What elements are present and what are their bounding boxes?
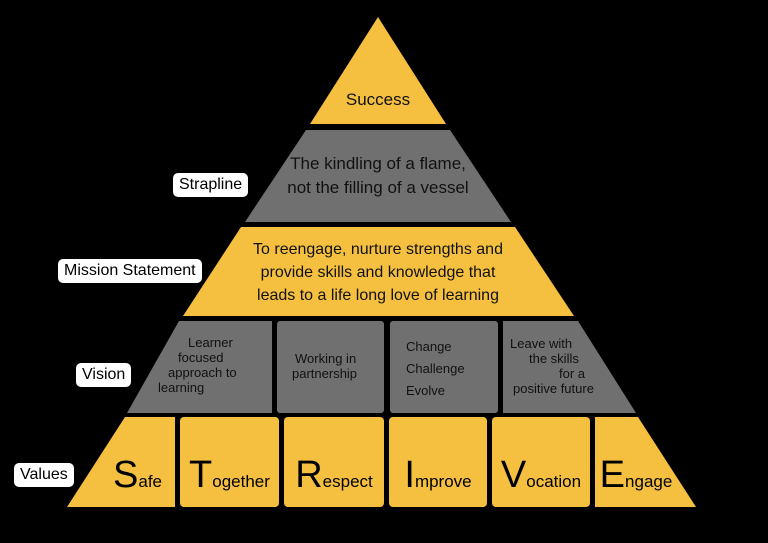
mission-tier bbox=[183, 227, 574, 316]
vision-1-line-4: learning bbox=[158, 380, 205, 395]
value-box-respect bbox=[284, 417, 384, 507]
vision-4-line-4: positive future bbox=[513, 381, 594, 396]
strapline-text: The kindling of a flame, not the filling… bbox=[250, 152, 506, 200]
vision-box-4 bbox=[503, 321, 636, 413]
vision-3-line-2: Challenge bbox=[406, 361, 465, 376]
success-text: Success bbox=[345, 90, 411, 109]
vision-2-line-2: partnership bbox=[292, 366, 358, 381]
vision-box-3 bbox=[390, 321, 498, 413]
vision-label: Vision bbox=[76, 363, 132, 387]
value-together-rest: ogether bbox=[212, 472, 270, 491]
vision-1-line-1: Learner bbox=[188, 335, 233, 350]
vision-text-1: Learner focused approach to learning bbox=[158, 335, 237, 395]
vision-4-line-1: Leave with bbox=[510, 336, 573, 351]
value-together-initial: T bbox=[189, 454, 213, 496]
values-label: Values bbox=[14, 463, 74, 487]
vision-4-line-2: the skills bbox=[529, 351, 579, 366]
value-vocation-initial: V bbox=[500, 454, 527, 496]
mission-line-3: leads to a life long love of learning bbox=[257, 287, 499, 304]
vision-text-2: Working in partnership bbox=[292, 351, 357, 381]
value-safe-rest: afe bbox=[138, 472, 162, 491]
vision-text-3: Change Challenge Evolve bbox=[406, 336, 465, 402]
vision-1-line-2: focused bbox=[178, 350, 224, 365]
strapline-tier bbox=[245, 130, 511, 222]
vision-box-1 bbox=[127, 321, 272, 413]
vision-3-line-3: Evolve bbox=[406, 383, 446, 398]
vision-4-line-3: for a bbox=[559, 366, 586, 381]
value-engage-initial: E bbox=[599, 454, 626, 496]
value-box-together bbox=[180, 417, 279, 507]
vision-text-4: Leave with the skills for a positive fut… bbox=[510, 336, 594, 396]
strapline-label: Strapline bbox=[173, 173, 249, 197]
value-improve-rest: mprove bbox=[414, 472, 472, 491]
value-respect-rest: espect bbox=[322, 472, 373, 491]
vision-2-line-1: Working in bbox=[295, 351, 357, 366]
value-safe-initial: S bbox=[113, 454, 139, 496]
success-tier bbox=[310, 17, 446, 124]
strapline-line-2: not the filling of a vessel bbox=[287, 178, 469, 197]
mission-line-1: To reengage, nurture strengths and bbox=[253, 241, 503, 258]
value-respect-initial: R bbox=[295, 454, 323, 496]
value-box-vocation bbox=[492, 417, 590, 507]
mission-statement-label: Mission Statement bbox=[58, 259, 202, 283]
vision-1-line-3: approach to bbox=[168, 365, 237, 380]
value-improve-initial: I bbox=[404, 454, 415, 496]
mission-text: To reengage, nurture strengths and provi… bbox=[210, 238, 546, 307]
value-engage-rest: ngage bbox=[625, 472, 673, 491]
value-box-improve bbox=[389, 417, 487, 507]
value-box-engage bbox=[595, 417, 696, 507]
strapline-line-1: The kindling of a flame, bbox=[290, 154, 466, 173]
value-box-safe bbox=[67, 417, 175, 507]
vision-3-line-1: Change bbox=[406, 339, 452, 354]
value-vocation-rest: ocation bbox=[526, 472, 582, 491]
mission-line-2: provide skills and knowledge that bbox=[260, 264, 496, 281]
vision-box-2 bbox=[277, 321, 384, 413]
